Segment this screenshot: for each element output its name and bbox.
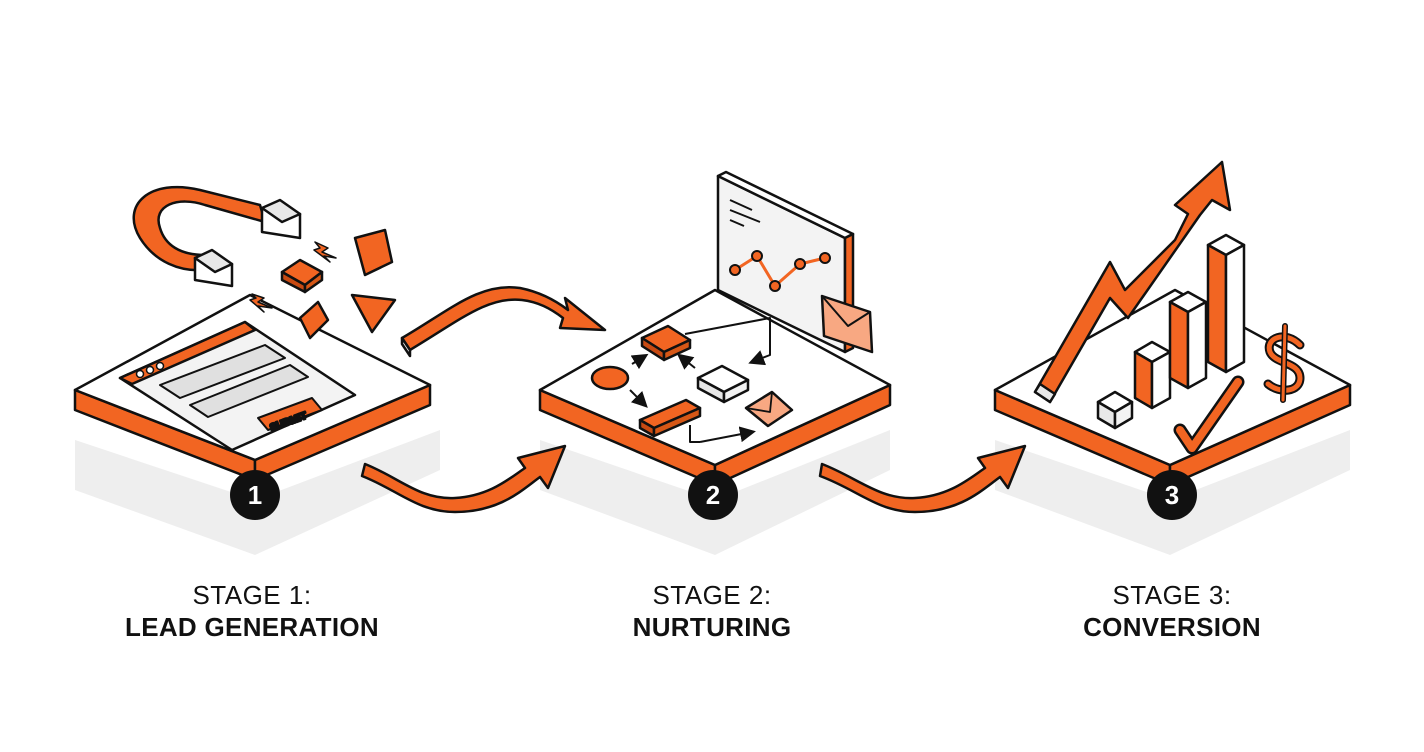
stage-3-name: CONVERSION xyxy=(1083,612,1261,642)
bar-chart-icon xyxy=(1096,233,1246,430)
ground-shadows xyxy=(75,430,1350,555)
growth-arrow-icon xyxy=(1033,160,1232,404)
stage-2-label: STAGE 2: NURTURING xyxy=(532,580,892,644)
stage-3-badge: 3 xyxy=(1147,470,1197,520)
floating-lead-shapes xyxy=(280,228,397,340)
envelope-icon xyxy=(820,294,874,354)
stage-2-badge: 2 xyxy=(688,470,738,520)
stage-2-number: 2 xyxy=(706,480,720,510)
lightning-icon xyxy=(249,241,337,313)
stage-2-kicker: STAGE 2: xyxy=(652,580,772,610)
checkmark-icon xyxy=(1173,375,1245,455)
stage-1-kicker: STAGE 1: xyxy=(192,580,312,610)
stage-1-name: LEAD GENERATION xyxy=(125,612,379,642)
arrow-stage2-to-stage3 xyxy=(818,444,1027,514)
stage-1-label: STAGE 1: LEAD GENERATION xyxy=(72,580,432,644)
workflow-icon xyxy=(590,317,794,443)
arrow-stage1-to-stage2-lower xyxy=(360,444,567,514)
form-icon: SUBMIT xyxy=(118,320,357,452)
arrow-stage1-to-stage2-upper xyxy=(400,285,607,358)
stage-1-number: 1 xyxy=(248,480,262,510)
analytics-panel-icon xyxy=(716,170,855,354)
stage-2-name: NURTURING xyxy=(632,612,792,642)
stage-3-label: STAGE 3: CONVERSION xyxy=(992,580,1352,644)
stage-3-number: 3 xyxy=(1165,480,1179,510)
stage-1-badge: 1 xyxy=(230,470,280,520)
stage-3-kicker: STAGE 3: xyxy=(1112,580,1232,610)
magnet-icon xyxy=(132,185,302,288)
dollar-icon xyxy=(1263,323,1305,403)
